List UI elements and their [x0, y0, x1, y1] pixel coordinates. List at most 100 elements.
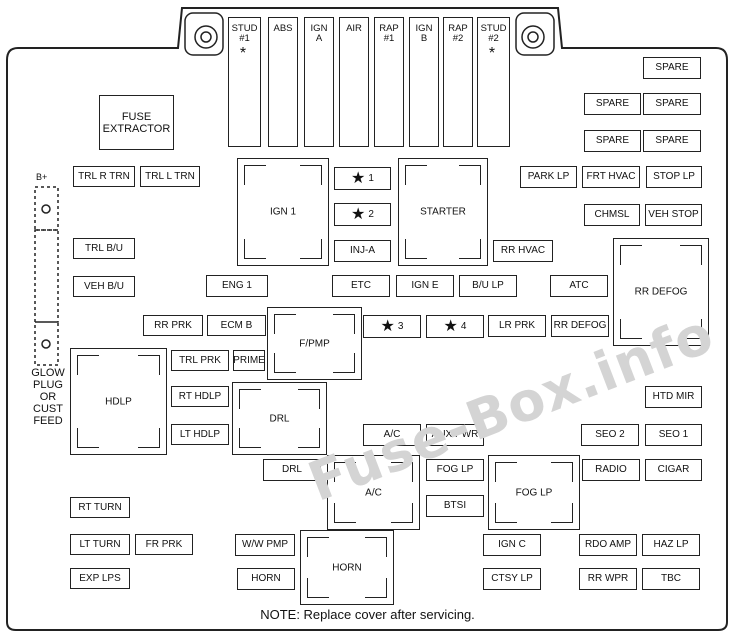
fuse-label: ABS [273, 23, 293, 34]
relay-label: HORN [332, 562, 362, 573]
fuse-park-lp: PARK LP [520, 166, 577, 188]
fuse-ign-e: IGN E [396, 275, 454, 297]
relay-label: RR DEFOG [634, 286, 688, 298]
fuse-chmsl: CHMSL [584, 204, 640, 226]
fuse-veh-stop: VEH STOP [645, 204, 702, 226]
fuse-spare-5: SPARE [643, 130, 701, 152]
star-marker: * [488, 45, 496, 62]
fuse-trl-prk: TRL PRK [171, 350, 229, 371]
star-marker: ★ [380, 317, 395, 335]
fuse-spare-3: SPARE [643, 93, 701, 115]
fuse-star-2: ★2 [334, 203, 391, 226]
star-marker: * [239, 45, 247, 62]
fuse-star-3: ★3 [363, 315, 421, 338]
fuse-etc: ETC [332, 275, 390, 297]
fuse-label: 3 [397, 320, 404, 332]
fuse-lt-hdlp: LT HDLP [171, 424, 229, 445]
relay-fog-lp: FOG LP [488, 455, 580, 530]
fuse-label: STUD [480, 23, 507, 34]
fuse-lt-turn: LT TURN [70, 534, 130, 555]
fuse-rt-hdlp: RT HDLP [171, 386, 229, 407]
fuse-aux-pwr: AUX PWR [426, 424, 484, 446]
fuse-label: #2 [488, 33, 499, 44]
fuse-prime: PRIME [233, 350, 265, 371]
fuse-tbc: TBC [642, 568, 700, 590]
relay-label: A/C [365, 487, 382, 498]
glow-line-1: GLOW [31, 367, 65, 379]
relay-label: IGN 1 [269, 206, 297, 218]
fuse-rdo-amp: RDO AMP [579, 534, 637, 556]
fuse-star-4: ★4 [426, 315, 484, 338]
fuse-ign-a: IGN A [304, 17, 334, 147]
glow-line-4: CUST [33, 403, 63, 415]
fuse-ign-b: IGN B [409, 17, 439, 147]
fuse-bu-lp: B/U LP [459, 275, 517, 297]
fuse-extractor-line-1: FUSE [121, 110, 152, 123]
fuse-horn: HORN [237, 568, 295, 590]
relay-label: STARTER [420, 206, 466, 218]
fuse-star-1: ★1 [334, 167, 391, 190]
fuse-atc: ATC [550, 275, 608, 297]
relay-ign-1: IGN 1 [237, 158, 329, 266]
relay-rr-defog: RR DEFOG [613, 238, 709, 346]
fuse-haz-lp: HAZ LP [642, 534, 700, 556]
glow-line-5: FEED [33, 415, 63, 427]
fuse-label: RAP [379, 23, 399, 34]
relay-label: HDLP [105, 396, 132, 407]
fuse-fog-lp: FOG LP [426, 459, 484, 481]
relay-drl: DRL [232, 382, 327, 455]
fuse-label: IGN [310, 23, 328, 34]
fuse-ctsy-lp: CTSY LP [483, 568, 541, 590]
fuse-air: AIR [339, 17, 369, 147]
fuse-ecm-b: ECM B [207, 315, 266, 336]
bplus-terminal [34, 186, 59, 366]
fuse-label: 4 [460, 320, 467, 332]
fuse-rr-hvac: RR HVAC [493, 240, 553, 262]
fuse-stop-lp: STOP LP [646, 166, 702, 188]
fuse-label: IGN [415, 23, 433, 34]
fuse-seo-2: SEO 2 [581, 424, 639, 446]
fuse-cigar: CIGAR [645, 459, 702, 481]
mounting-tab-left [184, 12, 224, 56]
fuse-veh-bu: VEH B/U [73, 276, 135, 297]
fuse-extractor: FUSE EXTRACTOR [99, 95, 174, 150]
fuse-seo-1: SEO 1 [645, 424, 702, 446]
relay-label: DRL [269, 413, 290, 424]
star-marker: ★ [443, 317, 458, 335]
star-marker: ★ [351, 205, 366, 223]
fuse-rap-2: RAP #2 [443, 17, 473, 147]
fuse-frt-hvac: FRT HVAC [582, 166, 640, 188]
bplus-label: B+ [36, 172, 48, 182]
fuse-radio: RADIO [582, 459, 640, 481]
fuse-trl-l-trn: TRL L TRN [140, 166, 200, 187]
relay-ac: A/C [327, 455, 420, 530]
fuse-eng-1: ENG 1 [206, 275, 268, 297]
fuse-btsi: BTSI [426, 495, 484, 517]
star-marker: ★ [351, 169, 366, 187]
relay-horn: HORN [300, 530, 394, 605]
fuse-label: B [420, 33, 428, 44]
fuse-lr-prk: LR PRK [488, 315, 546, 337]
fuse-label: #1 [239, 33, 250, 44]
fuse-label: #1 [383, 33, 395, 44]
fuse-ac: A/C [363, 424, 421, 446]
fuse-rr-defog: RR DEFOG [551, 315, 609, 337]
fuse-trl-bu: TRL B/U [73, 238, 135, 259]
fuse-ign-c: IGN C [483, 534, 541, 556]
fuse-exp-lps: EXP LPS [70, 568, 130, 589]
relay-hdlp: HDLP [70, 348, 167, 455]
relay-label: FOG LP [515, 487, 553, 498]
fuse-label: AIR [346, 23, 362, 34]
fuse-rt-turn: RT TURN [70, 497, 130, 518]
mounting-tab-right [515, 12, 555, 56]
fuse-extractor-line-2: EXTRACTOR [102, 122, 171, 135]
fuse-drl: DRL [263, 459, 321, 481]
glow-plug-label: GLOW PLUG OR CUST FEED [22, 367, 74, 427]
fuse-label: A [315, 33, 323, 44]
fuse-ww-pmp: W/W PMP [235, 534, 295, 556]
glow-line-2: PLUG [33, 379, 63, 391]
relay-starter: STARTER [398, 158, 488, 266]
fuse-spare-4: SPARE [584, 130, 641, 152]
